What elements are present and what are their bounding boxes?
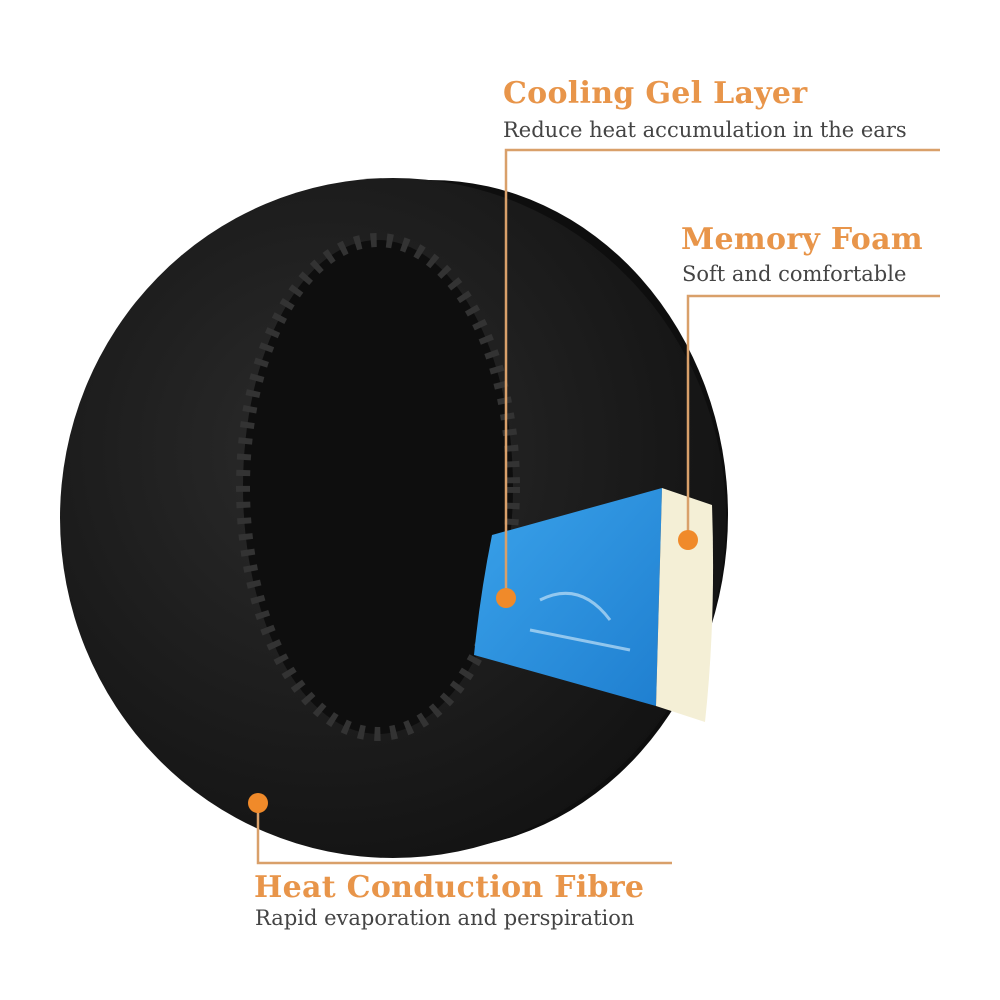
heat-dot: [248, 793, 268, 813]
callout-lines: [256, 148, 940, 865]
cooling-gel-title: Cooling Gel Layer: [503, 76, 808, 111]
cooling-gel-section: [474, 488, 662, 706]
gel-texture: [529, 591, 631, 652]
memory-dot: [678, 530, 698, 550]
cooling-gel-subtitle: Reduce heat accumulation in the ears: [503, 118, 907, 142]
memory-foam-section: [656, 488, 714, 722]
memory-foam-subtitle: Soft and comfortable: [682, 262, 907, 286]
memory-foam-title: Memory Foam: [681, 222, 923, 257]
heat-fibre-subtitle: Rapid evaporation and perspiration: [255, 906, 635, 930]
cooling-dot: [496, 588, 516, 608]
heat-fibre-title: Heat Conduction Fibre: [254, 870, 645, 905]
